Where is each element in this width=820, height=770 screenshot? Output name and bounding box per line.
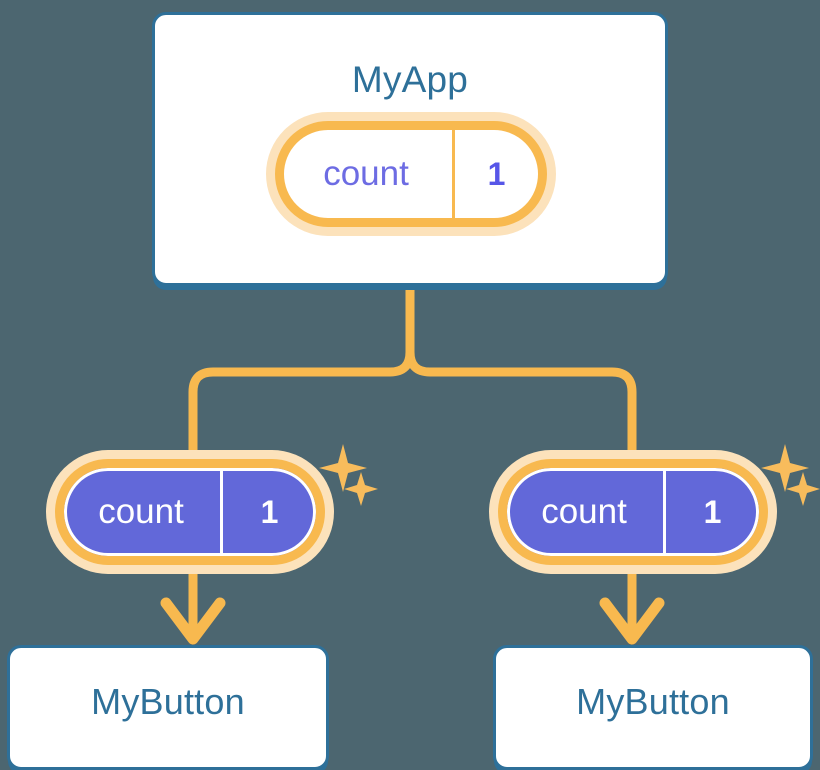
component-label: MyButton <box>576 681 730 722</box>
branch-connector-right-icon <box>405 281 637 457</box>
state-value-label: 1 <box>663 468 759 556</box>
component-box-mybutton-right[interactable]: MyButton <box>493 645 813 770</box>
arrow-down-left-icon <box>160 597 226 645</box>
state-value-label: 1 <box>220 468 316 556</box>
sparkle-small-icon <box>344 472 378 506</box>
component-box-myapp[interactable]: MyApp <box>152 12 668 286</box>
state-value-label: 1 <box>452 130 538 218</box>
arrow-down-right-icon <box>599 597 665 645</box>
state-pill-child-right[interactable]: count 1 <box>498 459 768 565</box>
state-pill-child-left[interactable]: count 1 <box>55 459 325 565</box>
page-title: MyApp <box>351 59 469 100</box>
state-key-label: count <box>541 492 627 531</box>
component-box-mybutton-left[interactable]: MyButton <box>7 645 329 770</box>
state-pill-myapp[interactable]: count 1 <box>275 121 547 227</box>
component-label: MyButton <box>91 681 245 722</box>
state-key-label: count <box>98 492 184 531</box>
branch-connector-left-icon <box>188 281 415 457</box>
sparkle-small-icon <box>786 472 820 506</box>
state-key-label: count <box>323 154 409 193</box>
sparkle-icon <box>319 444 367 492</box>
sparkle-icon <box>761 444 809 492</box>
